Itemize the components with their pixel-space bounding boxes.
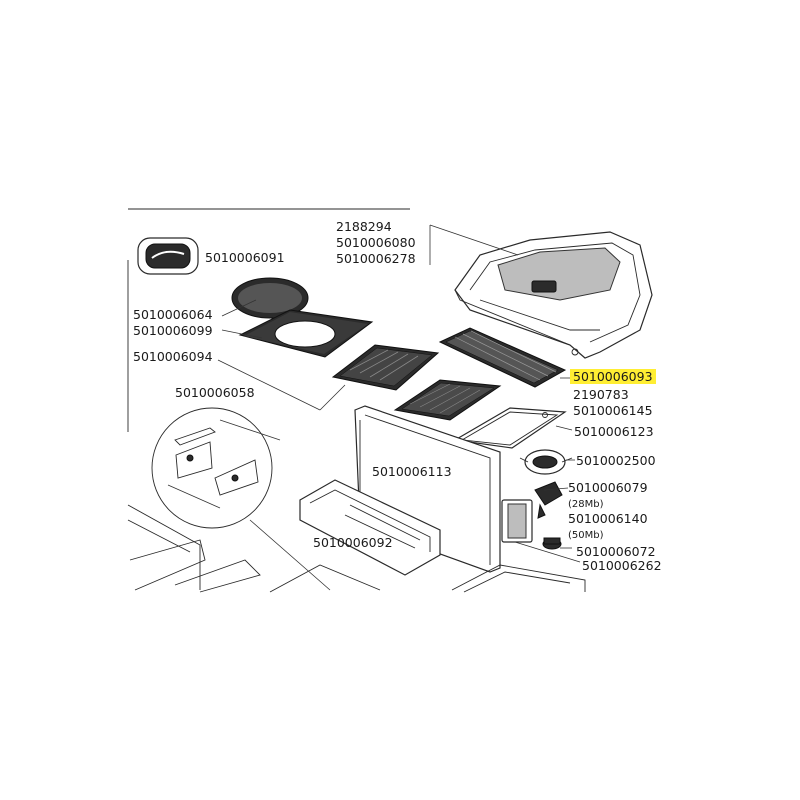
lower-frame (299, 479, 441, 576)
part-label-5010002500[interactable]: 5010002500 (576, 453, 656, 468)
part-label-5010006072[interactable]: 5010006072 (576, 544, 656, 559)
drip-tray (453, 407, 567, 449)
part-label-5010006278[interactable]: 5010006278 (336, 251, 416, 266)
part-label-2188294[interactable]: 2188294 (336, 219, 392, 234)
rectangular-grate (331, 344, 440, 391)
part-label-5010006058[interactable]: 5010006058 (175, 385, 255, 400)
part-label-5010006099[interactable]: 5010006099 (133, 323, 213, 338)
burner-ring (519, 449, 573, 475)
square-plate-with-hole (238, 309, 374, 358)
leader-lines (217, 224, 581, 591)
grill-lid (454, 231, 653, 359)
bracket-group (151, 407, 281, 529)
cart-base (127, 504, 586, 593)
part-label-5010006079[interactable]: 5010006079 (568, 480, 648, 495)
control-knob (542, 537, 562, 550)
part-label-5010006064[interactable]: 5010006064 (133, 307, 213, 322)
griddle-plate (393, 379, 502, 421)
part-note-50mb: (50Mb) (568, 530, 604, 541)
burner-valve (534, 481, 563, 519)
part-label-5010006145[interactable]: 5010006145 (573, 403, 653, 418)
part-label-5010006123[interactable]: 5010006123 (574, 424, 654, 439)
part-label-5010006140[interactable]: 5010006140 (568, 511, 648, 526)
part-label-5010006093-highlighted[interactable]: 5010006093 (570, 369, 656, 384)
part-label-5010006113[interactable]: 5010006113 (372, 464, 452, 479)
part-label-5010006080[interactable]: 5010006080 (336, 235, 416, 250)
gas-cartridge (501, 499, 533, 543)
part-note-28mb: (28Mb) (568, 499, 604, 510)
part-label-5010006094[interactable]: 5010006094 (133, 349, 213, 364)
cast-grate-5010006093 (438, 327, 567, 388)
round-grate (231, 277, 309, 319)
part-label-5010006092[interactable]: 5010006092 (313, 535, 393, 550)
part-label-2190783[interactable]: 2190783 (573, 387, 629, 402)
badge-part (137, 237, 199, 275)
part-label-5010006262[interactable]: 5010006262 (582, 558, 662, 573)
part-label-5010006091[interactable]: 5010006091 (205, 250, 285, 265)
